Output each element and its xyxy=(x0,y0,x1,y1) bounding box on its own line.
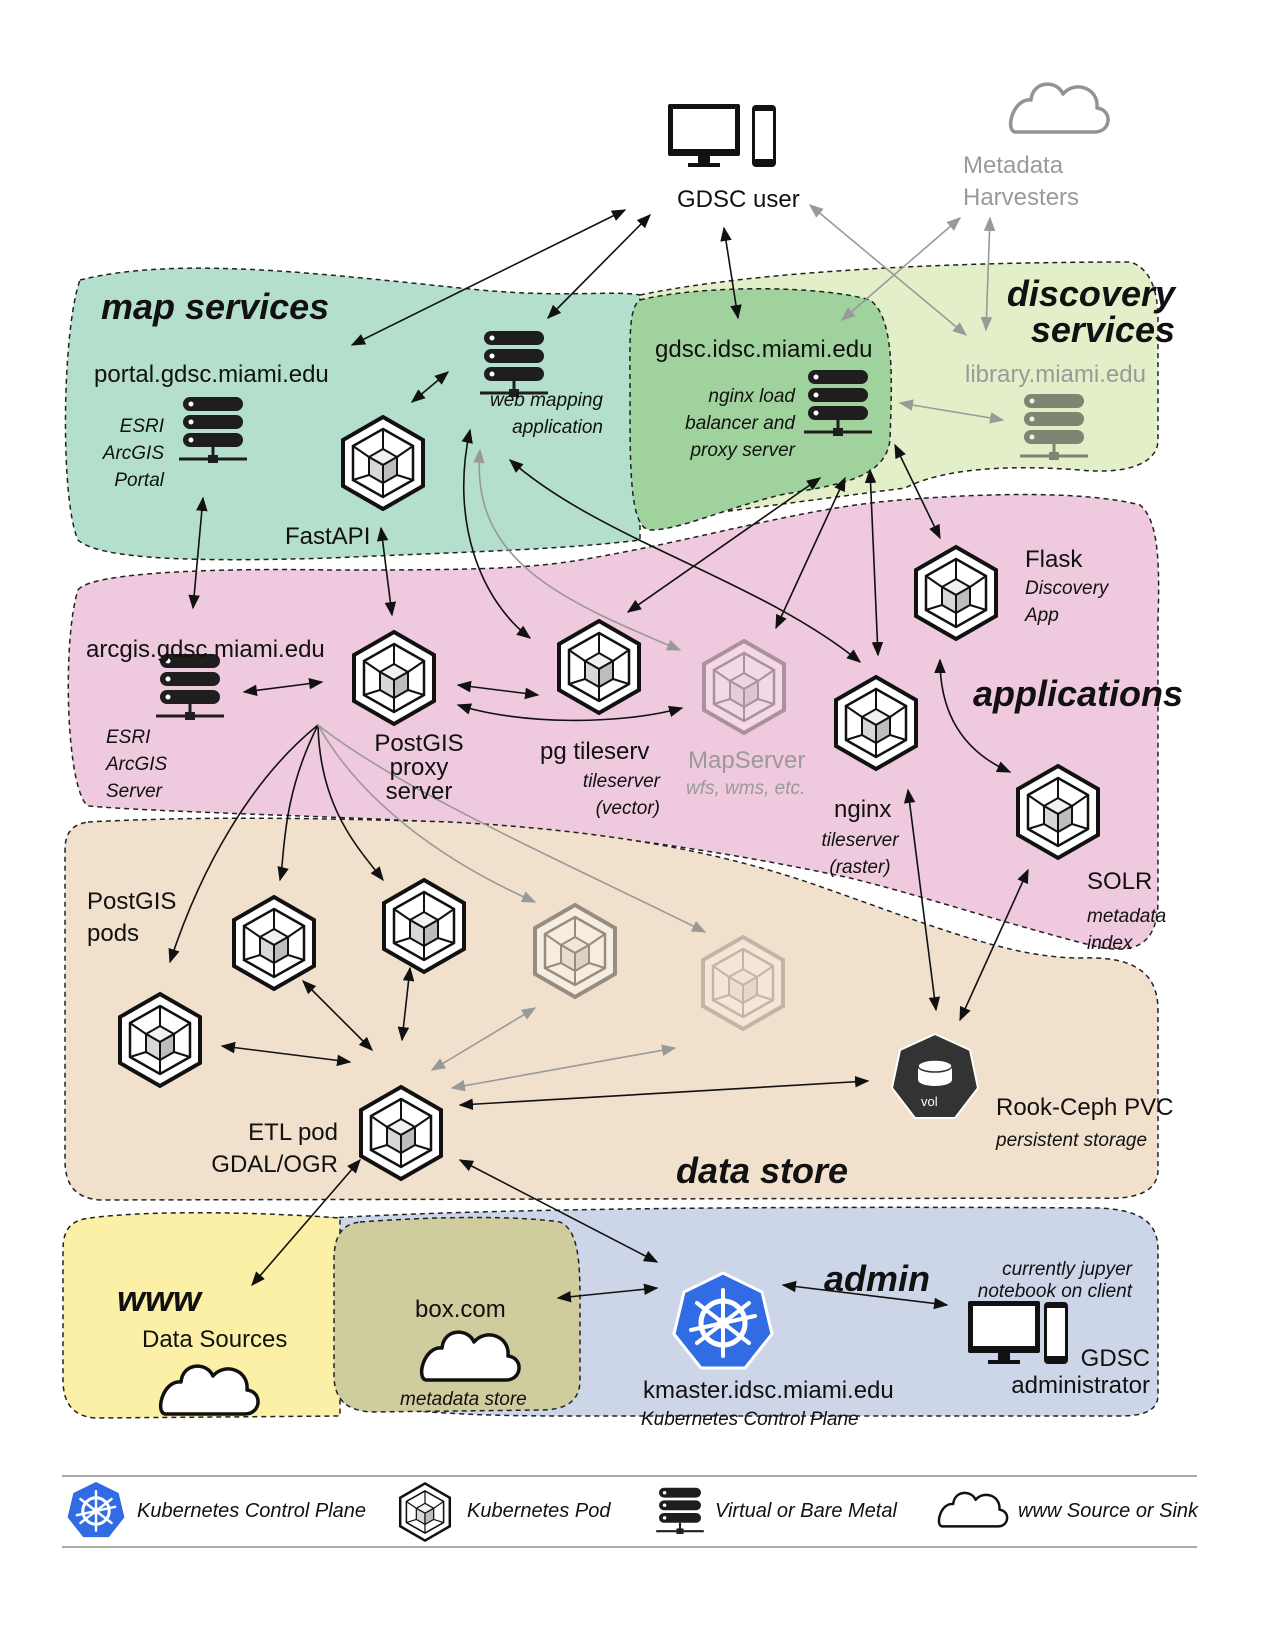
pod-icon xyxy=(118,992,202,1088)
pod-icon xyxy=(398,1482,452,1542)
flask-title: Flask xyxy=(1025,546,1083,573)
rook-ceph-subtitle: persistent storage xyxy=(996,1130,1148,1151)
desktop-icon xyxy=(668,104,740,167)
solr-subtitle: metadata index xyxy=(1087,906,1167,954)
connectors-grey xyxy=(317,204,1005,1092)
mapserver-subtitle: wfs, wms, etc. xyxy=(686,778,806,799)
portal-host-label: portal.gdsc.miami.edu xyxy=(94,361,329,388)
legend-metal-label: Virtual or Bare Metal xyxy=(715,1500,897,1522)
box-title: box.com xyxy=(415,1296,506,1323)
gdsc-host-label: gdsc.idsc.miami.edu xyxy=(655,336,873,363)
gdsc-user-label: GDSC user xyxy=(677,186,800,213)
kmaster-title: kmaster.idsc.miami.edu xyxy=(643,1377,894,1404)
discovery-services-title: discovery services xyxy=(1006,273,1175,350)
cloud-icon xyxy=(937,1491,1009,1528)
postgis-pods-label: PostGIS pods xyxy=(87,888,177,947)
mapserver-title: MapServer xyxy=(688,747,806,774)
pod-icon xyxy=(1016,764,1100,860)
flask-subtitle: Discovery App xyxy=(1025,578,1109,626)
kmaster-subtitle: Kubernetes Control Plane xyxy=(641,1409,859,1430)
volume-label: vol xyxy=(921,1094,938,1109)
pg-tileserv-subtitle: tileserver (vector) xyxy=(582,771,660,819)
web-mapping-label: web mapping application xyxy=(489,390,603,438)
pod-icon xyxy=(701,935,785,1031)
nginx-title: nginx xyxy=(834,796,892,823)
rook-ceph-title: Rook-Ceph PVC xyxy=(996,1094,1174,1121)
pod-icon xyxy=(702,639,786,735)
esri-portal-label: ESRI ArcGIS Portal xyxy=(102,416,164,491)
www-title: www xyxy=(117,1278,202,1319)
etl-pod-label: ETL pod GDAL/OGR xyxy=(211,1119,338,1178)
solr-title: SOLR xyxy=(1087,868,1153,895)
pod-icon xyxy=(382,878,466,974)
pod-icon xyxy=(834,675,918,771)
data-sources-label: Data Sources xyxy=(142,1326,288,1353)
map-services-title: map services xyxy=(101,286,330,327)
legend-control-plane-label: Kubernetes Control Plane xyxy=(137,1500,367,1522)
legend-cloud-label: www Source or Sink xyxy=(1018,1500,1199,1522)
fastapi-label: FastAPI xyxy=(285,523,371,550)
postgis-proxy-label: PostGIS proxy server xyxy=(374,730,464,805)
legend-pod-label: Kubernetes Pod xyxy=(467,1500,611,1522)
pg-tileserv-title: pg tileserv xyxy=(540,738,650,765)
pod-icon xyxy=(557,619,641,715)
admin-title: admin xyxy=(824,1258,931,1299)
jupyter-note: currently jupyer notebook on client xyxy=(977,1259,1132,1302)
cloud-icon xyxy=(1008,82,1110,134)
arcgis-host-label: arcgis.gdsc.miami.edu xyxy=(86,636,325,663)
esri-server-label: ESRI ArcGIS Server xyxy=(106,727,168,802)
applications-region xyxy=(67,493,1160,950)
pod-icon xyxy=(341,415,425,511)
data-store-title: data store xyxy=(676,1150,849,1191)
library-host-label: library.miami.edu xyxy=(965,361,1146,388)
metadata-harvesters-label: Metadata Harvesters xyxy=(963,152,1080,211)
pod-icon xyxy=(232,895,316,991)
nginx-subtitle: tileserver (raster) xyxy=(821,830,899,878)
applications-title: applications xyxy=(973,673,1184,714)
pod-icon xyxy=(914,545,998,641)
pod-icon xyxy=(359,1085,443,1181)
phone-icon xyxy=(752,105,776,167)
box-subtitle: metadata store xyxy=(400,1389,527,1410)
kubernetes-helm-icon xyxy=(65,1479,127,1540)
server-icon xyxy=(655,1486,705,1536)
pod-icon xyxy=(533,903,617,999)
volume-icon xyxy=(890,1032,980,1119)
gdsc-admin-label: GDSC administrator xyxy=(1011,1345,1150,1399)
nginx-lb-label: nginx load balancer and proxy server xyxy=(685,386,795,461)
pod-icon xyxy=(352,630,436,726)
